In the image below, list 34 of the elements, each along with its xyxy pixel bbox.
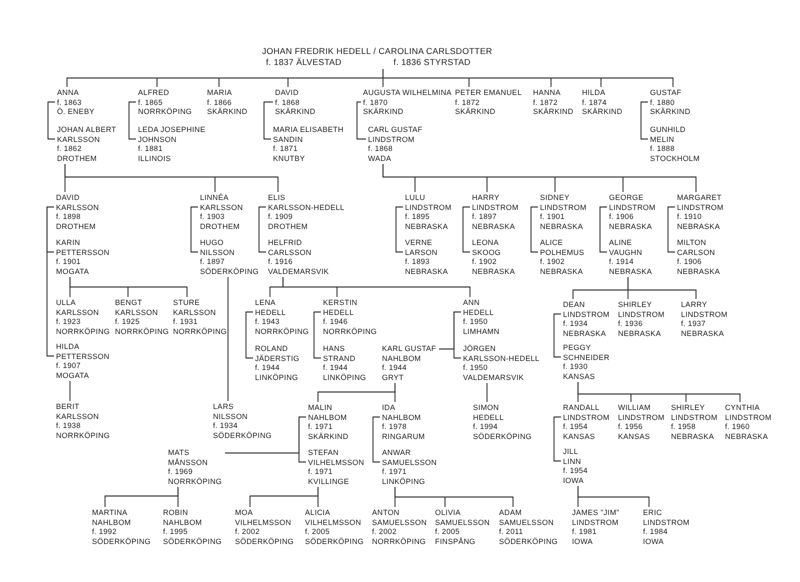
marriage-bracket [190,206,198,252]
marriage-bracket [264,102,274,140]
marriage-bracket [600,206,608,252]
descent-line [628,276,696,300]
descent-line [64,164,278,192]
descent-line [70,276,188,298]
marriage-bracket [372,416,380,462]
descent-line [578,382,740,402]
descent-line [578,486,650,508]
marriage-bracket [554,314,562,358]
marriage-bracket [462,206,470,252]
descent-line [382,68,674,88]
descent-line [382,164,696,192]
descent-line [394,382,396,402]
marriage-bracket [224,416,306,454]
couple-heading: JOHAN FREDRIK HEDELL / CAROLINA CARLSDOTTER [262,46,492,57]
marriage-bracket [668,206,676,252]
marriage-bracket [246,312,254,358]
marriage-bracket [314,312,322,358]
descent-line [282,276,470,298]
marriage-bracket [258,206,266,252]
descent-line [486,382,488,402]
marriage-bracket [46,206,54,356]
marriage-bracket [454,312,462,358]
marriage-bracket [396,206,404,252]
entry-text: f. 1837 ÄLVESTAD [266,57,342,68]
descent-line [394,486,514,508]
marriage-bracket [48,102,56,140]
marriage-bracket [640,102,648,140]
marriage-bracket [530,206,538,252]
entry-text: f. 1836 STYRSTAD [394,57,471,68]
marriage-bracket [356,102,366,140]
marriage-bracket [128,102,136,140]
marriage-bracket [554,416,562,462]
